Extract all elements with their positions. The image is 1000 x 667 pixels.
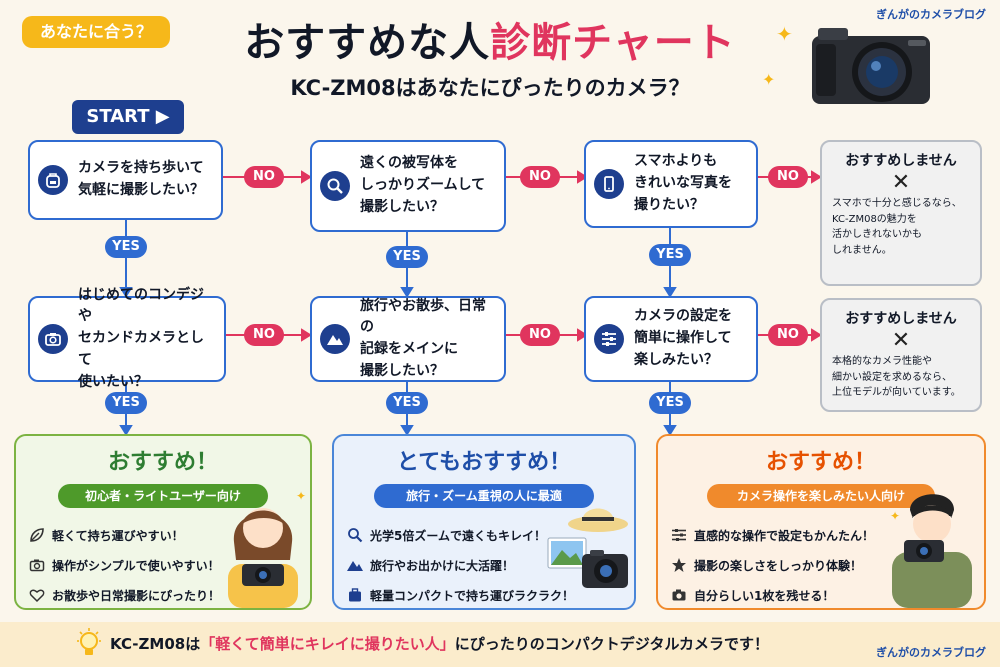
list-item: 直感的な操作で設定もかんたん！ [670,520,972,550]
no-connector: NO [768,166,808,188]
footer-prefix: KC-ZM08は [110,635,201,653]
woman-photographer-illustration: ✦ [228,489,306,608]
star-icon [670,556,688,574]
no-connector: NO [244,324,284,346]
question-box-4: はじめてのコンデジや セカンドカメラとして 使いたい？ [28,287,226,390]
yes-connector: YES [105,392,147,414]
camera-icon [670,586,688,604]
backpack-icon [38,165,68,195]
yes-connector: YES [649,392,691,414]
list-item-text: 操作がシンプルで使いやすい！ [52,558,220,573]
question-text: はじめてのコンデジや セカンドカメラとして 使いたい？ [78,286,204,390]
result-list: 直感的な操作で設定もかんたん！ 撮影の楽しさをしっかり体験！ 自分らしい1枚を残… [670,520,972,610]
list-item: 軽量コンパクトで持ち運びラクラク！ [346,580,622,610]
yes-connector: YES [386,246,428,268]
question-box-1: カメラを持ち歩いて 気軽に撮影したい？ [28,140,223,220]
search-icon [346,526,364,544]
suitcase-icon [346,586,364,604]
heart-icon [28,586,46,604]
result-tag: カメラ操作を楽しみたい人向け [707,484,935,508]
question-box-3: スマホよりも きれいな写真を 撮りたい？ [584,140,758,228]
yes-connector: YES [386,392,428,414]
no-connector: NO [244,166,284,188]
cross-icon: ✕ [891,170,911,195]
header-badge: あなたに合う？ [22,16,170,48]
question-text: カメラの設定を 簡単に操作して 楽しみたい？ [634,308,732,368]
mountain-icon [346,556,364,574]
man-photographer-illustration: ✦ [890,494,972,608]
svg-text:✦: ✦ [890,509,900,523]
list-item: 操作がシンプルで使いやすい！ [28,550,298,580]
question-text: カメラを持ち歩いて 気軽に撮影したい？ [78,160,204,198]
sparkle-icon: ✦ [776,22,793,46]
search-icon [320,171,350,201]
leaf-icon [28,526,46,544]
camera-illustration [812,28,930,104]
play-icon: ▶ [155,106,170,127]
svg-text:✦: ✦ [296,489,306,503]
smartphone-icon [594,169,624,199]
list-item-text: 撮影の楽しさをしっかり体験！ [694,558,863,573]
footer-suffix: にぴったりのコンパクトデジタルカメラです！ [454,635,770,653]
sliders-icon [594,324,624,354]
question-box-6: カメラの設定を 簡単に操作して 楽しみたい？ [584,296,758,382]
result-list: 光学5倍ズームで遠くもキレイ！ 旅行やお出かけに大活躍！ 軽量コンパクトで持ち運… [346,520,622,610]
question-text: 旅行やお散歩、日常の 記録をメインに 撮影したい？ [360,297,486,379]
list-item-text: 軽くて持ち運びやすい！ [52,528,184,543]
mountain-icon [320,324,350,354]
result-tag: 旅行・ズーム重視の人に最適 [374,484,594,508]
no-connector: NO [768,324,808,346]
list-item: 撮影の楽しさをしっかり体験！ [670,550,972,580]
footer-highlight: 「軽くて簡単にキレイに撮りたい人」 [200,635,455,653]
brand-label-top: ぎんがのカメラブログ [876,8,986,21]
camera-icon [28,556,46,574]
title-main: おすすめな人 [244,20,491,66]
camera-icon [38,324,68,354]
footer-bar [0,622,1000,667]
footer-summary: KC-ZM08は「軽くて簡単にキレイに撮りたい人」にぴったりのコンパクトデジタル… [110,633,769,654]
list-item-text: 光学5倍ズームで遠くもキレイ！ [370,528,546,543]
result-tag: 初心者・ライトユーザー向け [58,484,268,508]
result-title: おすすめ！ [765,450,876,475]
yes-connector: YES [105,236,147,258]
question-text: 遠くの被写体を しっかりズームして 撮影したい？ [360,155,486,215]
list-item-text: 自分らしい1枚を残せる！ [694,588,835,603]
no-connector: NO [520,166,560,188]
lightbulb-icon [77,628,101,655]
list-item: 軽くて持ち運びやすい！ [28,520,298,550]
yes-connector: YES [649,244,691,266]
list-item-text: お散歩や日常撮影にぴったり！ [52,588,221,603]
not-recommended-heading: おすすめしません [845,311,957,327]
sparkle-icon: ✦ [762,70,776,89]
question-box-5: 旅行やお散歩、日常の 記録をメインに 撮影したい？ [310,296,506,382]
cross-icon: ✕ [891,328,911,353]
brand-label-bottom: ぎんがのカメラブログ [876,646,986,659]
travel-items-illustration [547,508,628,588]
no-connector: NO [520,324,560,346]
list-item: お散歩や日常撮影にぴったり！ [28,580,298,610]
list-item-text: 直感的な操作で設定もかんたん！ [694,528,875,543]
list-item-text: 軽量コンパクトで持ち運びラクラク！ [370,588,575,603]
page-title: おすすめな人診断チャート [200,10,780,68]
not-recommended-heading: おすすめしません [845,153,957,169]
start-text: START [86,106,150,127]
not-recommended-text: 本格的なカメラ性能や 細かい設定を求めるなら、 上位モデルが向いています。 [832,356,961,398]
list-item: 旅行やお出かけに大活躍！ [346,550,622,580]
result-title: とてもおすすめ！ [396,450,572,475]
list-item-text: 旅行やお出かけに大活躍！ [370,558,515,573]
question-text: スマホよりも きれいな写真を 撮りたい？ [634,153,732,213]
page-subtitle: KC-ZM08はあなたにぴったりのカメラ？ [290,76,690,100]
title-accent: 診断チャート [490,20,736,66]
not-recommended-box-1: おすすめしません ✕ スマホで十分と感じるなら、 KC-ZM08の魅力を 活かし… [820,140,982,286]
list-item: 光学5倍ズームで遠くもキレイ！ [346,520,622,550]
result-title: おすすめ！ [107,450,218,475]
not-recommended-box-2: おすすめしません ✕ 本格的なカメラ性能や 細かい設定を求めるなら、 上位モデル… [820,298,982,412]
result-list: 軽くて持ち運びやすい！ 操作がシンプルで使いやすい！ お散歩や日常撮影にぴったり… [28,520,298,610]
list-item: 自分らしい1枚を残せる！ [670,580,972,610]
not-recommended-text: スマホで十分と感じるなら、 KC-ZM08の魅力を 活かしきれないかも しれませ… [832,198,962,256]
sliders-icon [670,526,688,544]
start-label: START ▶ [72,100,184,134]
result-box-beginner: おすすめ！ 初心者・ライトユーザー向け 軽くて持ち運びやすい！ 操作がシンプルで… [14,434,312,610]
question-box-2: 遠くの被写体を しっかりズームして 撮影したい？ [310,140,506,232]
